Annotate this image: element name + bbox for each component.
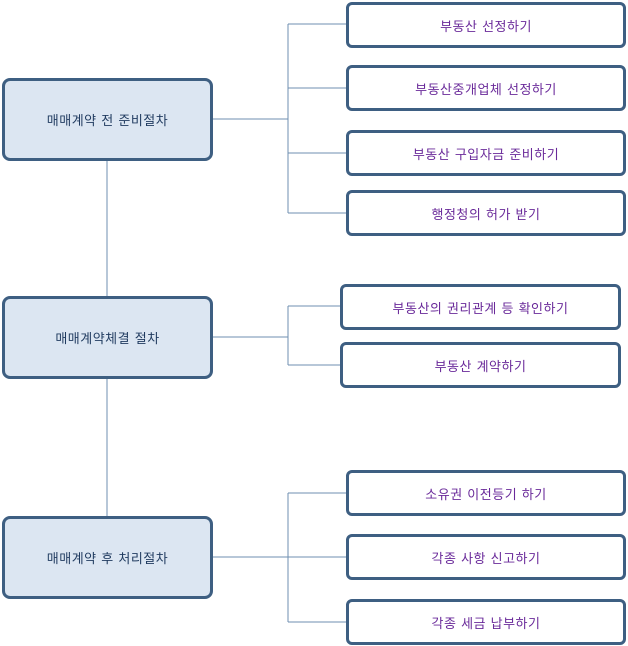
step-label: 부동산 구입자금 준비하기 — [412, 147, 560, 163]
step-box: 부동산 선정하기 — [346, 2, 626, 48]
step-label: 부동산 선정하기 — [440, 19, 532, 35]
step-label: 각종 사항 신고하기 — [431, 551, 541, 567]
step-box: 부동산 계약하기 — [340, 342, 621, 388]
step-label: 부동산중개업체 선정하기 — [415, 82, 557, 98]
step-label: 부동산 계약하기 — [434, 359, 527, 375]
step-label: 행정청의 허가 받기 — [431, 207, 541, 223]
step-box: 각종 세금 납부하기 — [346, 599, 626, 645]
stage-box-pre-contract: 매매계약 전 준비절차 — [2, 78, 213, 161]
stage-label: 매매계약 후 처리절차 — [46, 552, 169, 567]
stage-box-post-contract: 매매계약 후 처리절차 — [2, 516, 213, 599]
step-label: 각종 세금 납부하기 — [431, 616, 541, 632]
stage-label: 매매계약 전 준비절차 — [46, 114, 169, 129]
step-box: 각종 사항 신고하기 — [346, 534, 626, 580]
step-box: 소유권 이전등기 하기 — [346, 470, 626, 516]
step-label: 소유권 이전등기 하기 — [425, 487, 547, 503]
stage-box-contract: 매매계약체결 절차 — [2, 296, 213, 379]
step-box: 부동산 구입자금 준비하기 — [346, 130, 626, 176]
step-box: 행정청의 허가 받기 — [346, 190, 626, 236]
step-box: 부동산중개업체 선정하기 — [346, 65, 626, 111]
stage-label: 매매계약체결 절차 — [55, 332, 160, 347]
step-label: 부동산의 권리관계 등 확인하기 — [392, 301, 569, 317]
step-box: 부동산의 권리관계 등 확인하기 — [340, 284, 621, 330]
